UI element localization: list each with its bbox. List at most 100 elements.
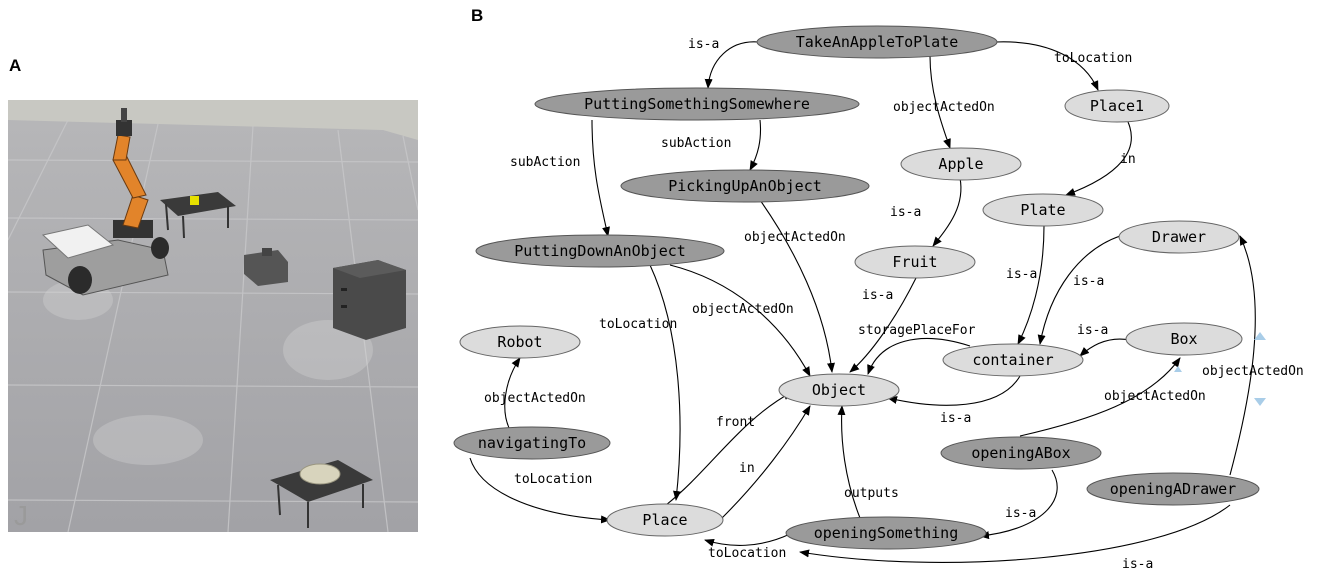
box-object [244, 248, 288, 286]
node-label: PuttingSomethingSomewhere [584, 95, 810, 113]
node-label: openingSomething [814, 524, 959, 542]
edge-label: toLocation [514, 472, 592, 487]
edge-opendrawer-to-drawer [1229, 235, 1256, 476]
scroll-up-icon-small[interactable] [1174, 366, 1182, 372]
edge-putdown-to-place [649, 264, 681, 501]
node-label: openingADrawer [1110, 480, 1236, 498]
node-label: openingABox [971, 444, 1070, 462]
node-opening-something[interactable]: openingSomething [785, 516, 987, 550]
edge-putdown-to-object [669, 264, 811, 377]
node-label: Apple [938, 155, 983, 173]
node-box[interactable]: Box [1125, 322, 1243, 356]
edge-apple-to-fruit [932, 177, 962, 247]
table-with-cube [160, 192, 236, 239]
node-label: Drawer [1152, 228, 1206, 246]
node-navigating-to[interactable]: navigatingTo [453, 426, 611, 460]
edge-take-to-apple [929, 55, 951, 149]
node-label: Place1 [1090, 97, 1144, 115]
edge-label: subAction [661, 136, 731, 151]
edge-label: objectActedOn [1202, 364, 1304, 379]
floor-stains [43, 280, 373, 465]
node-label: PuttingDownAnObject [514, 242, 686, 260]
edge-drawer-to-container [1037, 235, 1121, 345]
edge-opendrawer-to-opening [799, 504, 1231, 563]
node-place[interactable]: Place [606, 503, 724, 537]
edge-openbox-to-opening [979, 469, 1058, 540]
edge-navigating-to-robot [504, 357, 521, 431]
edge-label: is-a [890, 205, 921, 220]
node-label: navigatingTo [478, 434, 586, 452]
edge-take-to-place1 [995, 41, 1099, 91]
node-label: Robot [497, 333, 542, 351]
scroll-up-icon[interactable] [1254, 332, 1266, 340]
panel-label-b: B [471, 6, 484, 25]
mobile-robot [41, 108, 169, 296]
edge-place1-to-plate [1065, 121, 1132, 196]
edge-place-to-object-in [721, 405, 811, 519]
edge-container-storage [867, 338, 971, 375]
graph-nodes: TakeAnAppleToPlate PuttingSomethingSomew… [453, 25, 1260, 550]
edge-putting-to-putdown [591, 119, 610, 237]
edge-label: is-a [1005, 506, 1036, 521]
edge-box-to-container [1079, 338, 1131, 357]
sim-floor [8, 120, 418, 532]
edge-label: objectActedOn [893, 100, 995, 115]
edge-label: objectActedOn [692, 302, 794, 317]
edge-place-to-object-front [665, 391, 793, 506]
edge-label: toLocation [708, 546, 786, 561]
node-label: Box [1170, 330, 1197, 348]
node-label: container [972, 351, 1053, 369]
edge-label: outputs [844, 486, 899, 501]
edge-label: subAction [510, 155, 580, 170]
node-object[interactable]: Object [778, 373, 900, 407]
node-container[interactable]: container [942, 343, 1084, 377]
robot-simulation-scene: J [8, 100, 418, 532]
edge-label: in [739, 461, 755, 476]
edge-navigating-to-place [469, 457, 611, 524]
edge-label: objectActedOn [484, 391, 586, 406]
edge-label: front [716, 415, 755, 430]
edge-label: is-a [1122, 557, 1153, 572]
node-label: Plate [1020, 201, 1065, 219]
edge-label: objectActedOn [1104, 389, 1206, 404]
edge-opening-to-object [837, 405, 861, 519]
node-label: PickingUpAnObject [668, 177, 822, 195]
edge-take-to-putting [704, 41, 759, 89]
edge-opening-to-place [704, 533, 791, 547]
node-drawer[interactable]: Drawer [1118, 220, 1240, 254]
sim-watermark: J [14, 500, 28, 531]
node-place1[interactable]: Place1 [1064, 89, 1170, 123]
node-putting-down-an-object[interactable]: PuttingDownAnObject [475, 234, 725, 268]
edge-label: toLocation [1054, 51, 1132, 66]
node-opening-a-drawer[interactable]: openingADrawer [1086, 472, 1260, 506]
edge-openbox-to-box [1019, 357, 1181, 437]
edge-label: is-a [862, 288, 893, 303]
node-label: Fruit [892, 253, 937, 271]
graph-edges [469, 41, 1256, 563]
edge-container-to-object [887, 375, 1021, 406]
edge-label: in [1120, 152, 1136, 167]
table-with-plate [270, 460, 373, 528]
panel-label-a: A [9, 56, 22, 75]
edge-label: objectActedOn [744, 230, 846, 245]
edge-label: is-a [1077, 323, 1108, 338]
node-opening-a-box[interactable]: openingABox [940, 436, 1102, 470]
node-picking-up-an-object[interactable]: PickingUpAnObject [620, 169, 870, 203]
node-take-an-apple-to-plate[interactable]: TakeAnAppleToPlate [756, 25, 998, 59]
node-putting-something-somewhere[interactable]: PuttingSomethingSomewhere [534, 87, 860, 121]
edge-fruit-to-object [849, 277, 917, 373]
edge-labels: is-a toLocation objectActedOn subAction … [484, 37, 1304, 572]
edge-label: is-a [688, 37, 719, 52]
node-robot[interactable]: Robot [459, 325, 581, 359]
node-label: Object [812, 381, 866, 399]
edge-label: is-a [1006, 267, 1037, 282]
edge-pickup-to-object [759, 199, 835, 373]
edge-putting-to-pickup [749, 119, 762, 171]
drawer-cabinet [333, 260, 406, 340]
scroll-down-icon[interactable] [1254, 398, 1266, 406]
node-fruit[interactable]: Fruit [854, 245, 976, 279]
node-apple[interactable]: Apple [900, 147, 1022, 181]
node-label: TakeAnAppleToPlate [796, 33, 959, 51]
node-plate[interactable]: Plate [982, 193, 1104, 227]
scroll-indicators[interactable] [1174, 332, 1266, 406]
